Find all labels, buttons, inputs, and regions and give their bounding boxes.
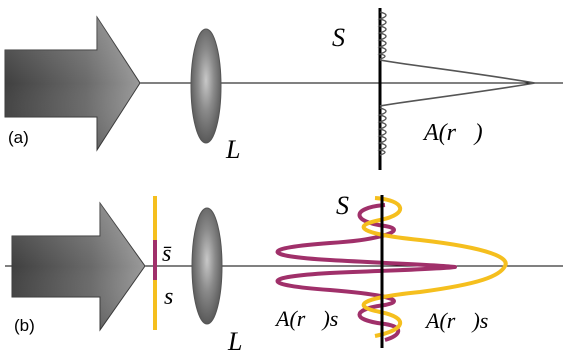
beam-arrow-a [4, 15, 141, 152]
amplitude-curve-yellow [361, 196, 508, 338]
panel-b: (b) S s̄ s L A(r⃗)s A(r⃗)s [5, 191, 563, 356]
amplitude-label-left-b: A(r⃗)s [274, 306, 338, 331]
beam-arrow-b [11, 201, 146, 332]
mask-label-top: s̄ [162, 241, 171, 267]
side-lobe-bottom-a [377, 107, 387, 156]
panel-b-label: (b) [14, 316, 35, 335]
amplitude-peak-a [379, 59, 536, 107]
lens-b [191, 207, 223, 325]
panel-a-label: (a) [8, 128, 29, 147]
lens-label-b: L [227, 327, 242, 356]
lens-label-a: L [225, 135, 240, 164]
amplitude-label-a: A(r⃗) [422, 120, 483, 146]
amplitude-label-right-b: A(r⃗)s [424, 308, 488, 333]
mask-label-bottom: s [164, 284, 173, 310]
side-lobe-top-a [377, 11, 387, 60]
screen-label-b: S [336, 191, 349, 220]
screen-label-a: S [332, 23, 345, 52]
lens-a [190, 28, 222, 144]
panel-a: (a) S L A(r⃗) [4, 8, 563, 170]
amplitude-curve-purple [275, 203, 457, 342]
